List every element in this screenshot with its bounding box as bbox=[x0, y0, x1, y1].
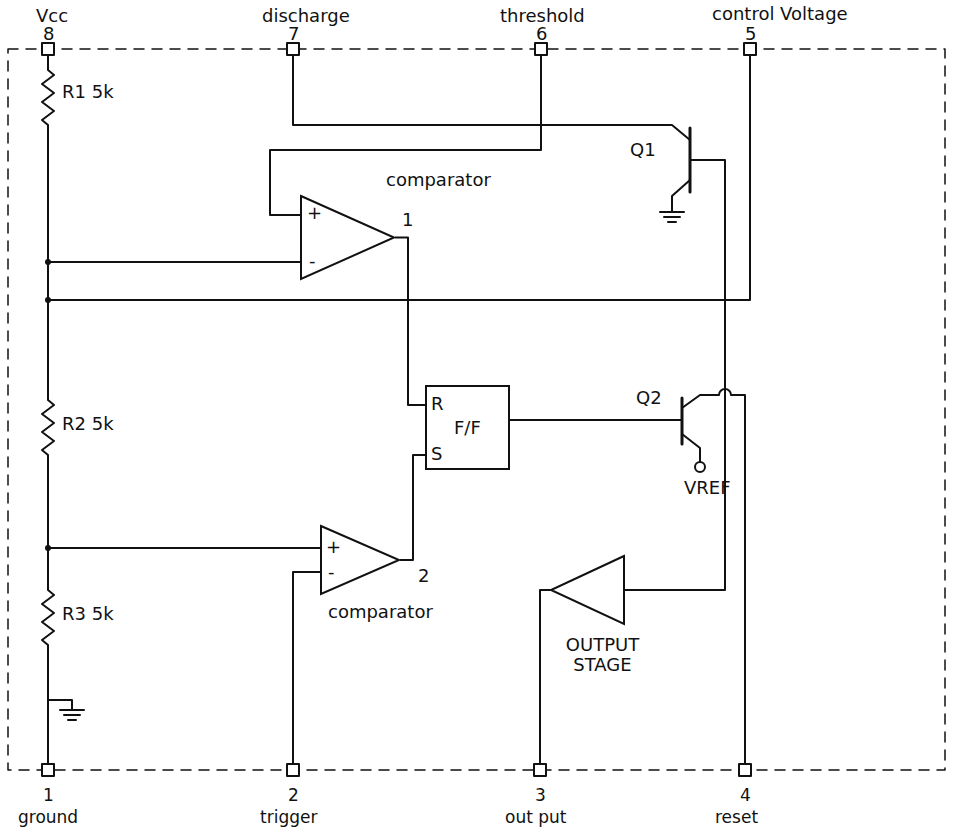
pin-label: Q2 bbox=[636, 388, 662, 409]
triangle-outline bbox=[321, 526, 399, 594]
node-text: + bbox=[326, 537, 341, 557]
pin-label: 5 bbox=[745, 24, 756, 45]
node-text: - bbox=[309, 251, 316, 271]
transistor-symbol bbox=[681, 398, 684, 444]
pin-label: 8 bbox=[43, 24, 54, 45]
ground-symbol bbox=[48, 700, 84, 720]
pin-label: R2 5k bbox=[62, 414, 114, 435]
pin-label: comparator bbox=[386, 170, 491, 191]
wire bbox=[540, 590, 550, 764]
pin-label: R3 5k bbox=[62, 604, 114, 625]
node-text: R bbox=[431, 394, 444, 414]
pin-label: 6 bbox=[536, 24, 547, 45]
junction-dot bbox=[45, 259, 51, 551]
output-stage-symbol-outline bbox=[550, 555, 625, 625]
pin-label: 1 bbox=[402, 210, 413, 231]
wire bbox=[293, 55, 690, 140]
pin-terminal bbox=[42, 43, 756, 776]
triangle-outline bbox=[301, 196, 394, 279]
comparator-symbol: +- bbox=[300, 195, 395, 280]
pin-label: ground bbox=[18, 808, 78, 828]
node-text: F/F bbox=[454, 418, 481, 438]
triangle-outline bbox=[551, 556, 624, 624]
reference-terminal bbox=[695, 462, 705, 472]
wire bbox=[672, 180, 690, 212]
comparator-symbol: +- bbox=[320, 525, 400, 595]
pin-label: 4 bbox=[740, 786, 751, 806]
node-text: + bbox=[307, 203, 322, 223]
wire bbox=[48, 55, 750, 300]
wire bbox=[682, 434, 700, 462]
signal-wire bbox=[395, 238, 425, 406]
wire bbox=[625, 160, 725, 590]
box-outline bbox=[426, 386, 509, 469]
pin-label: trigger bbox=[260, 808, 317, 828]
pin-label: R1 5k bbox=[62, 82, 114, 103]
wire bbox=[48, 547, 320, 549]
signal-wire bbox=[400, 455, 425, 560]
wire bbox=[293, 572, 320, 764]
pin-label: control Voltage bbox=[712, 4, 848, 25]
wire bbox=[510, 419, 682, 421]
pin-label: discharge bbox=[262, 6, 350, 27]
node-text: S bbox=[431, 444, 442, 464]
wire bbox=[48, 261, 300, 263]
output-stage-symbol: OUTPUT STAGE bbox=[550, 555, 625, 625]
pin-label: reset bbox=[715, 808, 758, 828]
node-text: - bbox=[328, 562, 335, 582]
pin-label: VREF bbox=[684, 478, 731, 499]
ground-symbol bbox=[660, 212, 684, 222]
pin-label: Q1 bbox=[630, 140, 656, 161]
wire bbox=[270, 55, 541, 215]
pin-label: 1 bbox=[43, 786, 54, 806]
wire bbox=[682, 389, 745, 764]
resistor-symbol bbox=[42, 55, 54, 764]
pin-label: 2 bbox=[288, 786, 299, 806]
comparator-symbol-outline bbox=[320, 525, 400, 595]
flip-flop-box: R F/F S bbox=[425, 385, 510, 470]
chip-boundary bbox=[8, 49, 945, 770]
pin-label: 7 bbox=[288, 24, 299, 45]
pin-label: out put bbox=[505, 808, 566, 828]
pin-label: 3 bbox=[535, 786, 546, 806]
pin-label: comparator bbox=[328, 602, 433, 623]
pin-label: 2 bbox=[418, 566, 429, 587]
node-text: OUTPUT STAGE bbox=[555, 635, 650, 675]
